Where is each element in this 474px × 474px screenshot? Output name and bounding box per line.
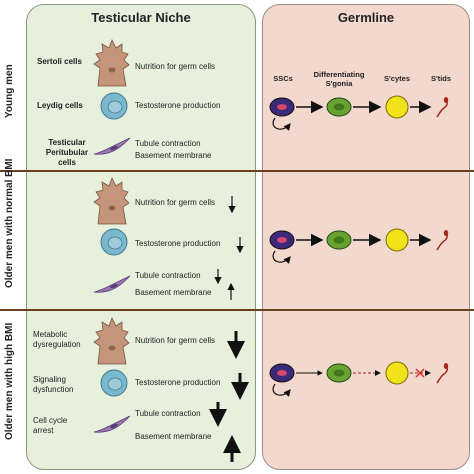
leydig-label: Leydig cells (37, 101, 83, 110)
niche-header: Testicular Niche (91, 10, 191, 25)
tubule-label-3: Tubule contraction (135, 409, 201, 418)
ssc-label: SSCs (273, 74, 293, 83)
basement-label-3: Basement membrane (135, 432, 212, 441)
germline-panel (262, 4, 470, 470)
row-divider-1 (0, 170, 474, 172)
peritubular-label: Testicular Peritubular cells (45, 138, 89, 167)
testosterone-label-3: Testosterone production (135, 378, 221, 387)
row-divider-2 (0, 309, 474, 311)
testosterone-label-1: Testosterone production (135, 101, 221, 110)
cellcycle-label: Cell cycle arrest (33, 416, 68, 435)
tubule-label-2: Tubule contraction (135, 271, 201, 280)
basement-label-1: Basement membrane (135, 151, 212, 160)
metabolic-label: Metabolic dysregulation (33, 330, 81, 349)
scytes-label: S'cytes (384, 74, 410, 83)
sertoli-label: Sertoli cells (37, 57, 82, 66)
nutrition-label-3: Nutrition for germ cells (135, 336, 216, 345)
nutrition-label-2: Nutrition for germ cells (135, 198, 216, 207)
testosterone-label-2: Testosterone production (135, 239, 221, 248)
testicular-niche-panel (26, 4, 256, 470)
basement-label-2: Basement membrane (135, 288, 212, 297)
signaling-label: Signaling dysfunction (33, 375, 74, 394)
differentiating-label: Differentiating S'gonia (313, 70, 365, 88)
tubule-label-1: Tubule contraction (135, 139, 201, 148)
stids-label: S'tids (430, 74, 452, 83)
nutrition-label-1: Nutrition for germ cells (135, 62, 216, 71)
germline-header: Germline (337, 10, 395, 25)
